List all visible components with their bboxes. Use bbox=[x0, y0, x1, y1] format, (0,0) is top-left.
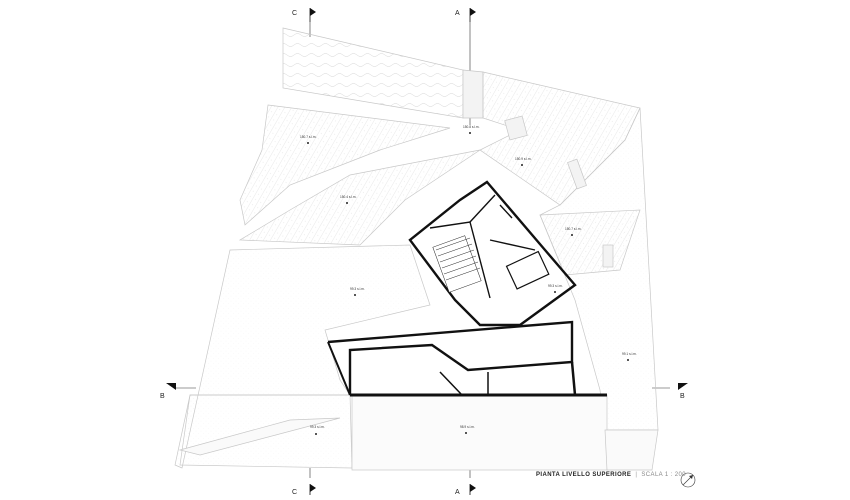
upper-left-terrace bbox=[239, 104, 451, 226]
drawing-title-block: PIANTA LIVELLO SUPERIORE | SCALA 1 : 200 bbox=[536, 472, 686, 486]
building-main bbox=[408, 180, 577, 327]
elevation-bottom-left: 99.3 s.l.m. bbox=[310, 425, 325, 429]
section-label-a-bottom: A bbox=[455, 489, 460, 496]
section-label-a-top: A bbox=[455, 10, 460, 17]
section-flag-icon bbox=[166, 8, 688, 492]
left-field bbox=[174, 244, 431, 469]
mid-right-terrace bbox=[539, 209, 641, 276]
elevation-right-field: 99.1 s.l.m. bbox=[622, 352, 637, 356]
drawing-title: PIANTA LIVELLO SUPERIORE bbox=[536, 472, 632, 478]
elevation-bottom-center: 98.9 s.l.m. bbox=[460, 425, 475, 429]
mid-left-terrace bbox=[238, 149, 481, 246]
elevation-mid-left: 150.4 s.l.m. bbox=[340, 195, 357, 199]
elevation-mid-right: 150.7 s.l.m. bbox=[565, 227, 582, 231]
upper-steps bbox=[462, 69, 484, 119]
site-areas bbox=[174, 27, 659, 471]
elevation-left-field: 99.3 s.l.m. bbox=[350, 287, 365, 291]
right-stairs bbox=[567, 158, 587, 190]
section-label-c-top: C bbox=[292, 10, 297, 17]
title-separator: | bbox=[635, 472, 638, 478]
internal-stair bbox=[432, 235, 482, 293]
elevation-upper-left: 150.7 s.l.m. bbox=[300, 135, 317, 139]
building-south-wing bbox=[327, 320, 574, 395]
upper-terrace bbox=[282, 27, 464, 119]
elevation-upper-right: 150.9 s.l.m. bbox=[515, 157, 532, 161]
section-label-b-left: B bbox=[160, 393, 165, 400]
section-label-b-right: B bbox=[680, 393, 685, 400]
building-walls bbox=[327, 180, 607, 397]
court-area bbox=[351, 394, 608, 471]
section-label-c-bottom: C bbox=[292, 489, 297, 496]
elevation-upper-center: 150.8 s.l.m. bbox=[463, 125, 480, 129]
elevation-marker-icon bbox=[307, 132, 629, 435]
north-arrow-icon bbox=[680, 472, 696, 488]
elevation-labels: 150.7 s.l.m. 150.8 s.l.m. 150.9 s.l.m. 1… bbox=[300, 125, 637, 429]
elevation-court: 99.3 s.l.m. bbox=[548, 284, 563, 288]
drawing-scale: SCALA 1 : 200 bbox=[641, 472, 686, 478]
